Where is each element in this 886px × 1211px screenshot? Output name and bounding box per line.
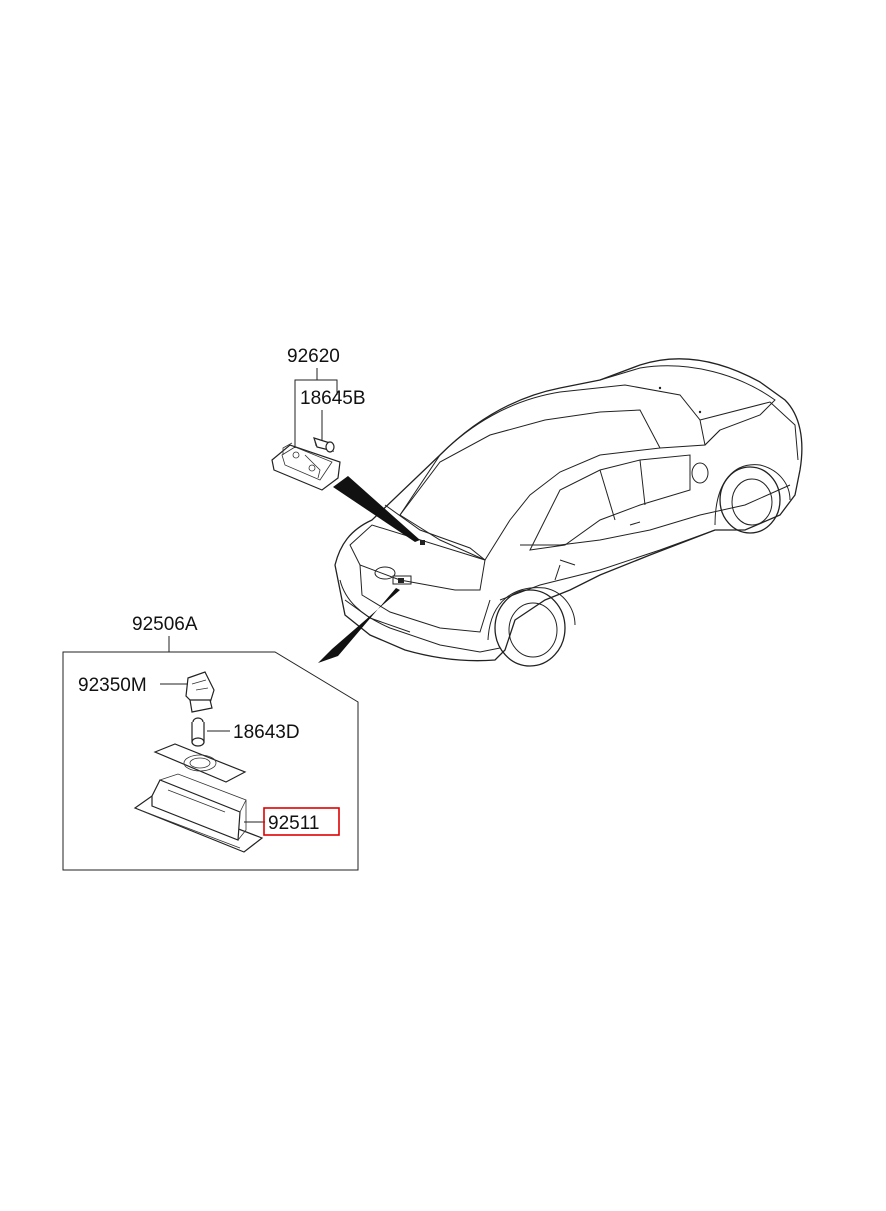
gasket-plate bbox=[153, 743, 247, 783]
assembly-box bbox=[62, 651, 359, 871]
label-92511[interactable]: 92511 bbox=[268, 813, 319, 834]
pointer-top bbox=[333, 476, 420, 542]
label-92506A: 92506A bbox=[132, 614, 198, 635]
bulb-bottom bbox=[191, 717, 205, 747]
lens-housing bbox=[133, 773, 264, 853]
lamp-top-assembly bbox=[271, 442, 341, 491]
label-18643D: 18643D bbox=[233, 722, 300, 743]
bulb-top bbox=[313, 437, 335, 453]
highlight-box-92511 bbox=[263, 807, 340, 836]
leader-92620 bbox=[294, 368, 318, 448]
socket-part bbox=[185, 671, 215, 713]
label-92620: 92620 bbox=[287, 346, 340, 367]
label-92350M: 92350M bbox=[78, 675, 147, 696]
leader-92620-b bbox=[317, 379, 338, 395]
pointer-bottom bbox=[318, 588, 400, 663]
label-18645B: 18645B bbox=[300, 388, 366, 409]
car-illustration bbox=[334, 358, 803, 667]
